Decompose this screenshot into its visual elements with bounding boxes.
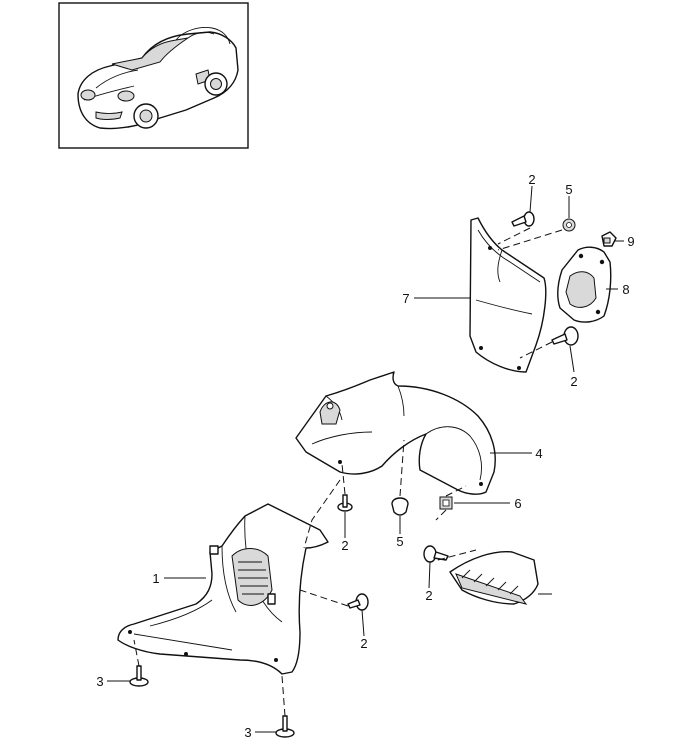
fastener-bolt-2-right	[551, 326, 579, 346]
callout-2: 2	[425, 588, 432, 603]
vehicle-thumbnail	[58, 2, 249, 149]
fastener-nut-5-mid	[391, 497, 409, 516]
spoiler-insert-part	[449, 550, 539, 605]
fastener-nut-5-top	[562, 218, 576, 232]
part-8-bracket	[557, 246, 612, 323]
callout-2: 2	[570, 374, 577, 389]
callout-5: 5	[565, 182, 572, 197]
part-1-front-wheel-liner	[117, 503, 329, 675]
fastener-bolt-2-liner	[347, 593, 369, 611]
callout-5: 5	[396, 534, 403, 549]
fastener-clip-nut-6	[439, 496, 453, 510]
callout-4: 4	[535, 446, 542, 461]
callout-9: 9	[627, 234, 634, 249]
fastener-bolt-2-top	[511, 211, 535, 227]
callout-2: 2	[528, 172, 535, 187]
fastener-bolt-2-mid	[337, 494, 353, 512]
callout-2: 2	[341, 538, 348, 553]
liner-grille	[231, 548, 273, 606]
part-9-clip	[601, 231, 617, 247]
assembly-lines	[133, 227, 563, 717]
roadster-car-illustration	[77, 27, 239, 130]
callout-8: 8	[622, 282, 629, 297]
callout-6: 6	[514, 496, 521, 511]
callout-labels: 1 2 2 2 2 2 3 3 4 5 5 6 7 8 9	[96, 172, 634, 740]
callout-3: 3	[244, 725, 251, 740]
callout-2: 2	[360, 636, 367, 651]
callout-3: 3	[96, 674, 103, 689]
fastener-screw-3-bottom	[275, 715, 295, 738]
part-7-side-cover	[469, 217, 547, 373]
leader-lines	[107, 185, 624, 733]
callout-7: 7	[402, 291, 409, 306]
callout-1: 1	[152, 571, 159, 586]
fastener-screw-3-left	[129, 665, 149, 687]
fastener-bolt-2-lower	[423, 545, 449, 563]
part-4-wheel-housing-liner	[295, 371, 496, 495]
